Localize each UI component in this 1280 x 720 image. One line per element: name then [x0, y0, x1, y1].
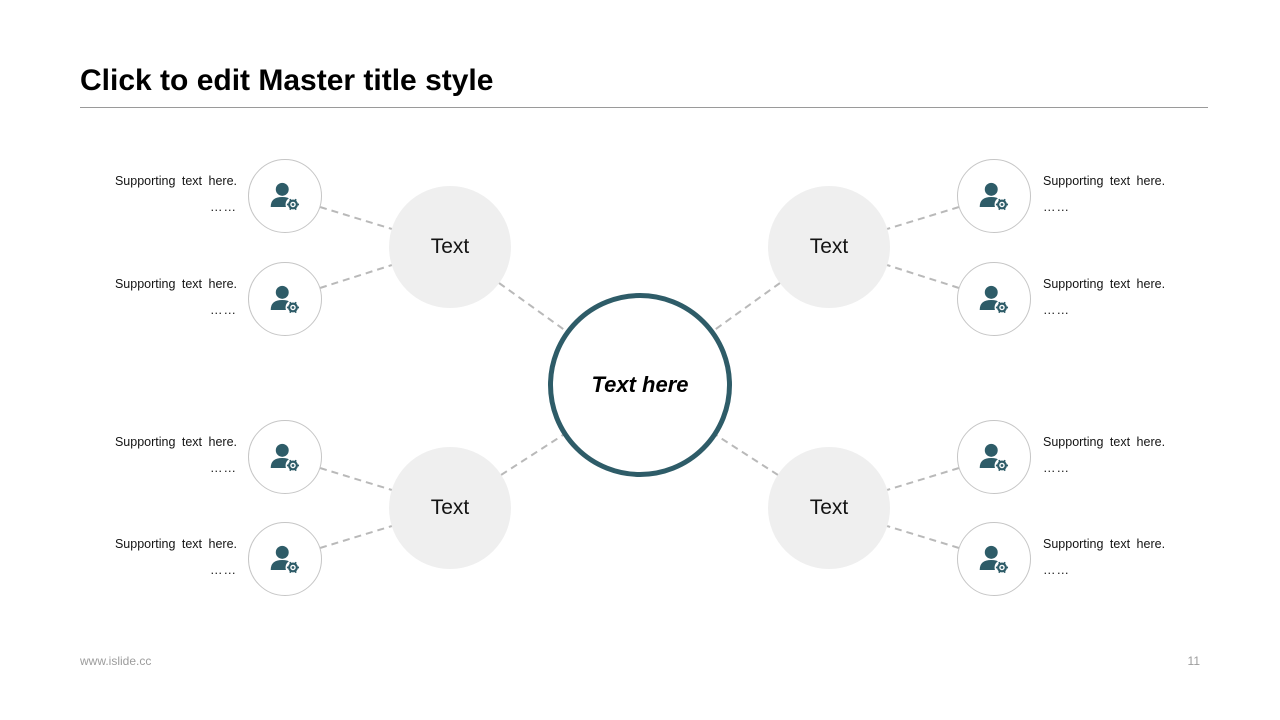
center-node[interactable]: Text here	[548, 293, 732, 477]
member-node-bottom-left-2[interactable]	[248, 522, 322, 596]
user-gear-icon	[979, 545, 1010, 575]
connector-line	[886, 525, 960, 549]
member-node-bottom-right-2[interactable]	[957, 522, 1031, 596]
member-node-top-left-1[interactable]	[248, 159, 322, 233]
support-text-top-left-1[interactable]: Supporting text here. ……	[97, 168, 237, 220]
connector-line	[886, 264, 960, 289]
support-dots: ……	[1043, 563, 1070, 577]
connector-line	[319, 264, 393, 289]
footer-website-link[interactable]: www.islide.cc	[80, 654, 152, 668]
support-line: Supporting text here.	[1043, 174, 1166, 188]
user-gear-icon	[270, 182, 301, 212]
support-text-bottom-right-2[interactable]: Supporting text here. ……	[1043, 531, 1183, 583]
connector-line	[319, 467, 393, 491]
user-gear-icon	[979, 182, 1010, 212]
connector-line	[500, 434, 564, 476]
support-text-top-right-1[interactable]: Supporting text here. ……	[1043, 168, 1183, 220]
member-node-top-right-1[interactable]	[957, 159, 1031, 233]
support-dots: ……	[210, 303, 237, 317]
support-line: Supporting text here.	[114, 537, 237, 551]
support-dots: ……	[210, 200, 237, 214]
support-line: Supporting text here.	[114, 435, 237, 449]
connector-line	[712, 282, 781, 332]
connector-line	[319, 206, 393, 230]
member-node-top-right-2[interactable]	[957, 262, 1031, 336]
support-dots: ……	[1043, 303, 1070, 317]
user-gear-icon	[979, 285, 1010, 315]
support-dots: ……	[210, 461, 237, 475]
user-gear-icon	[270, 545, 301, 575]
text-node-label: Text	[809, 235, 849, 258]
text-node-label: Text	[809, 496, 849, 519]
support-dots: ……	[1043, 200, 1070, 214]
support-text-bottom-left-2[interactable]: Supporting text here. ……	[97, 531, 237, 583]
support-line: Supporting text here.	[114, 174, 237, 188]
support-line: Supporting text here.	[1043, 537, 1166, 551]
connector-line	[319, 525, 393, 549]
user-gear-icon	[979, 443, 1010, 473]
member-node-bottom-left-1[interactable]	[248, 420, 322, 494]
support-line: Supporting text here.	[1043, 277, 1166, 291]
slide-title[interactable]: Click to edit Master title style	[80, 64, 494, 97]
support-line: Supporting text here.	[114, 277, 237, 291]
connector-line	[886, 206, 960, 230]
center-node-label: Text here	[591, 372, 689, 397]
title-divider	[80, 107, 1208, 108]
support-text-top-right-2[interactable]: Supporting text here. ……	[1043, 271, 1183, 323]
user-gear-icon	[270, 443, 301, 473]
page-number: 11	[1187, 654, 1200, 668]
text-node-label: Text	[430, 235, 470, 258]
connector-line	[498, 282, 567, 332]
text-node-top-left[interactable]: Text	[389, 186, 511, 308]
support-text-top-left-2[interactable]: Supporting text here. ……	[97, 271, 237, 323]
support-dots: ……	[1043, 461, 1070, 475]
connector-line	[886, 467, 960, 491]
connector-line	[715, 434, 779, 476]
member-node-top-left-2[interactable]	[248, 262, 322, 336]
support-dots: ……	[210, 563, 237, 577]
support-text-bottom-right-1[interactable]: Supporting text here. ……	[1043, 429, 1183, 481]
support-text-bottom-left-1[interactable]: Supporting text here. ……	[97, 429, 237, 481]
text-node-label: Text	[430, 496, 470, 519]
support-line: Supporting text here.	[1043, 435, 1166, 449]
text-node-top-right[interactable]: Text	[768, 186, 890, 308]
text-node-bottom-right[interactable]: Text	[768, 447, 890, 569]
text-node-bottom-left[interactable]: Text	[389, 447, 511, 569]
user-gear-icon	[270, 285, 301, 315]
member-node-bottom-right-1[interactable]	[957, 420, 1031, 494]
